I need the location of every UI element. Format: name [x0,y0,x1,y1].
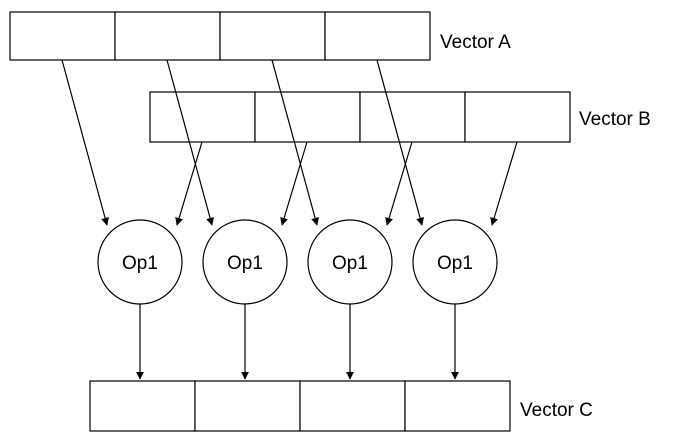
vector-b: Vector B [149,91,651,143]
vector-b-cell-1 [149,91,256,143]
vector-c-cell-1 [89,380,196,432]
vector-a-arrows [61,59,424,226]
op-node-label: Op1 [227,253,263,274]
op-node: Op1 [202,219,288,305]
arrow-b4-to-op4 [490,141,518,226]
op-node-label: Op1 [437,253,473,274]
vector-a: Vector A [9,11,511,61]
arrow-b2-to-op2 [280,141,308,226]
op-node: Op1 [412,219,498,305]
vector-c-cell-4 [404,380,511,432]
vector-b-cell-4 [464,91,571,143]
vector-a-cell-4 [324,11,431,61]
vector-a-cell-3 [219,11,326,61]
arrow-a3-to-op3 [271,59,319,226]
op-node-label: Op1 [122,253,158,274]
vector-b-label: Vector B [579,109,651,130]
vector-c-cell-3 [299,380,406,432]
vector-b-cell-2 [254,91,361,143]
op-node: Op1 [97,219,183,305]
arrow-b1-to-op1 [175,141,203,226]
op-to-c-arrows [136,304,459,380]
vector-c-label: Vector C [520,400,593,421]
vector-a-label: Vector A [440,32,511,53]
op-nodes: Op1 Op1 Op1 Op1 [97,219,498,305]
arrow-b3-to-op3 [385,141,413,226]
arrow-a2-to-op2 [166,59,214,226]
vector-c: Vector C [89,380,593,432]
vector-b-arrows [175,141,518,226]
arrow-a1-to-op1 [61,59,109,226]
vector-a-cell-2 [114,11,221,61]
op-node-label: Op1 [332,253,368,274]
arrow-a4-to-op4 [376,59,424,226]
vector-a-cell-1 [9,11,116,61]
vector-b-cell-3 [359,91,466,143]
vector-c-cell-2 [194,380,301,432]
op-node: Op1 [307,219,393,305]
